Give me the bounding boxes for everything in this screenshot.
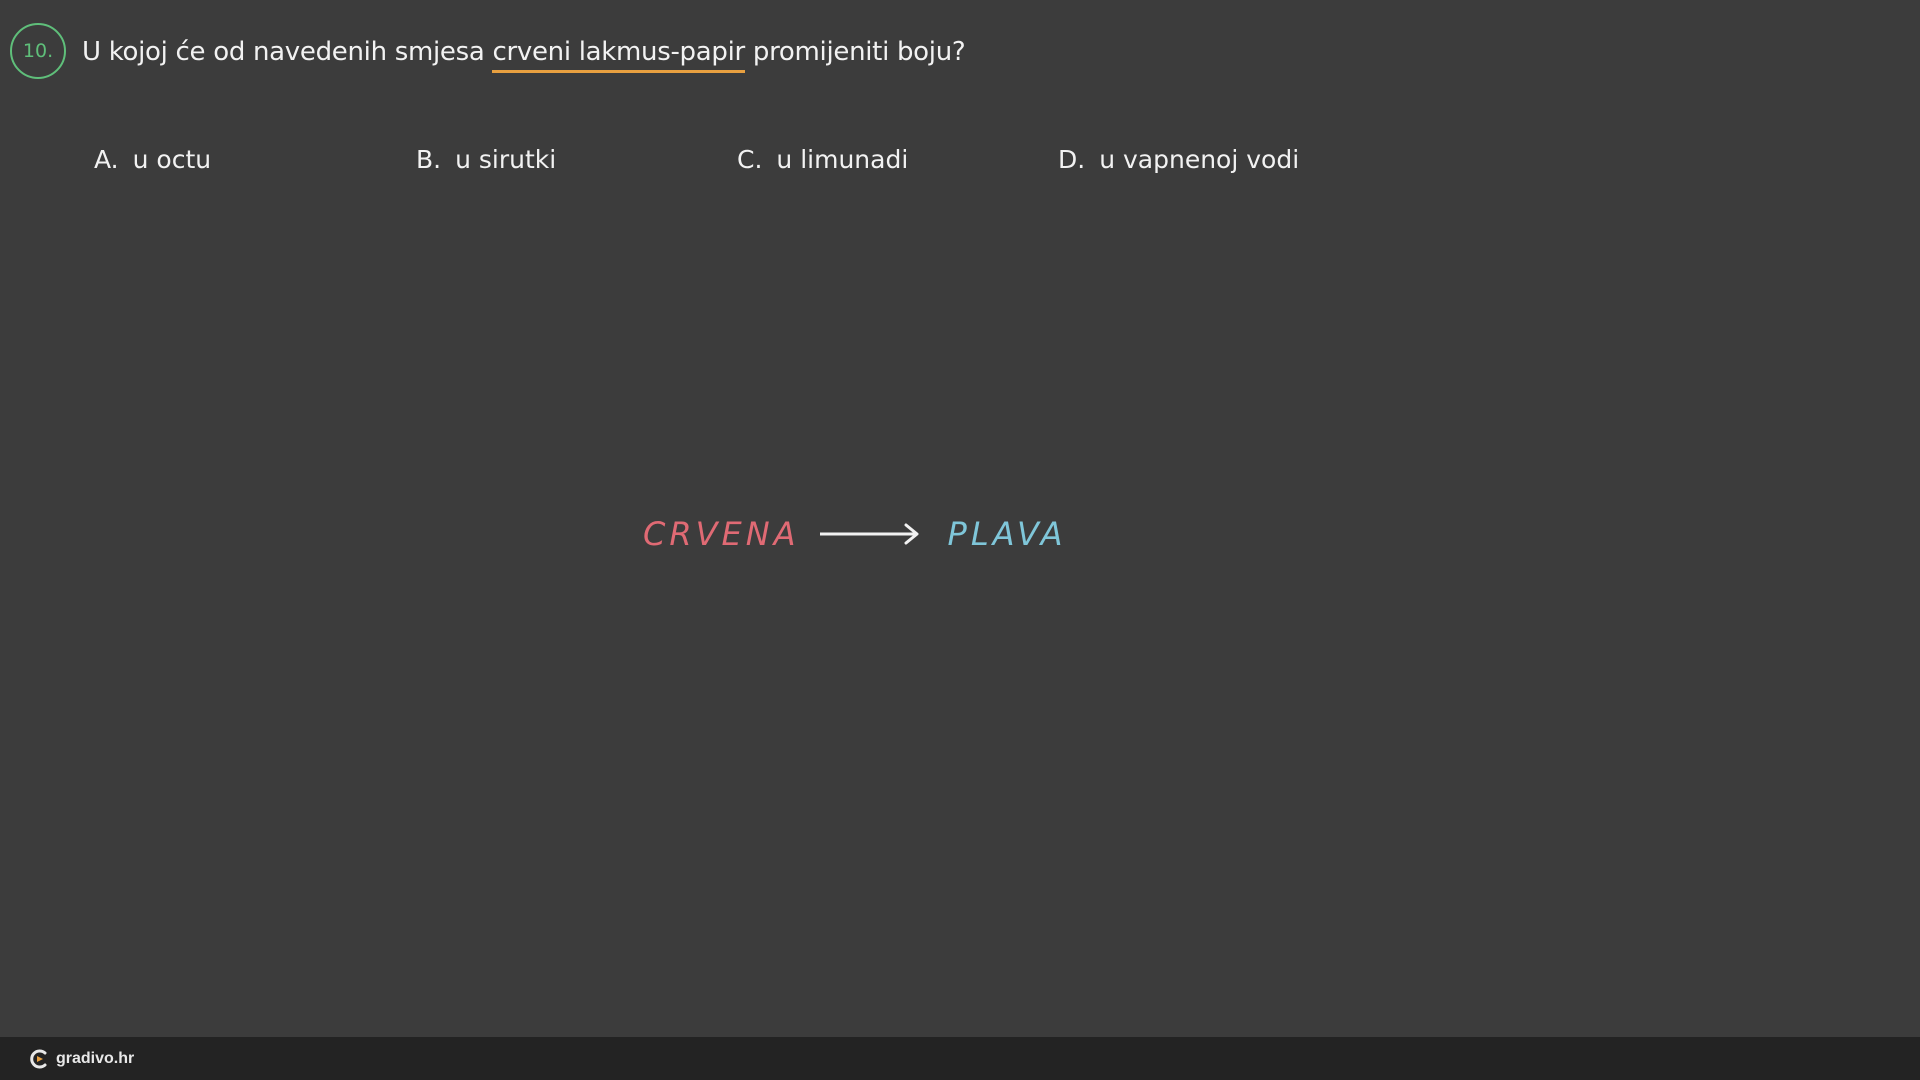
option-text: u limunadi <box>776 145 909 174</box>
question-text-before: U kojoj će od navedenih smjesa <box>82 37 493 67</box>
option-letter: A. <box>94 145 119 174</box>
brand-name[interactable]: gradivo.hr <box>56 1049 135 1067</box>
arrow-right-icon <box>819 523 919 545</box>
option-b[interactable]: B. u sirutki <box>416 145 556 174</box>
gradivo-logo-icon <box>30 1049 47 1068</box>
option-letter: C. <box>737 145 763 174</box>
question-text-after: promijeniti boju? <box>744 37 966 67</box>
option-c[interactable]: C. u limunadi <box>737 145 908 174</box>
color-change-diagram: CRVENA PLAVA <box>643 515 1067 553</box>
option-text: u vapnenoj vodi <box>1099 145 1300 174</box>
option-letter: B. <box>416 145 442 174</box>
question-number: 10. <box>22 40 54 62</box>
option-letter: D. <box>1058 145 1086 174</box>
footer-bar: gradivo.hr <box>0 1037 1920 1080</box>
option-a[interactable]: A. u octu <box>94 145 211 174</box>
to-color-label: PLAVA <box>947 515 1067 553</box>
option-d[interactable]: D. u vapnenoj vodi <box>1058 145 1299 174</box>
from-color-label: CRVENA <box>643 515 800 553</box>
question-highlight: crveni lakmus-papir <box>492 37 745 73</box>
option-text: u sirutki <box>455 145 557 174</box>
question-text: U kojoj će od navedenih smjesa crveni la… <box>82 37 966 73</box>
option-text: u octu <box>132 145 212 174</box>
question-number-badge: 10. <box>10 23 66 79</box>
